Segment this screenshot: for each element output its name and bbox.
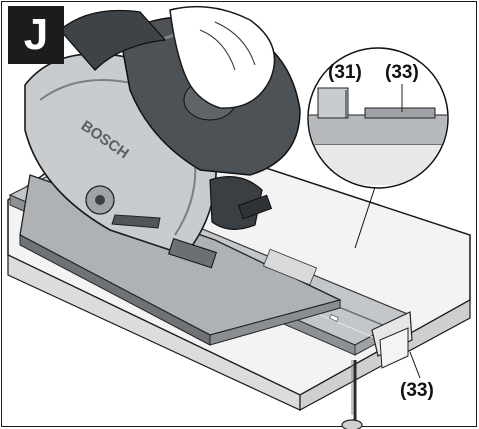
callout-33-detail: (33) [385, 62, 419, 83]
clamp-illustration [341, 360, 363, 429]
step-label: J [8, 6, 64, 64]
callout-33-main: (33) [400, 380, 434, 401]
circular-saw-illustration [24, 5, 301, 269]
callout-31: (31) [328, 62, 362, 83]
rail-end-stop [371, 311, 413, 369]
magnifier-detail [307, 47, 449, 249]
callout-leader-33 [409, 351, 421, 379]
